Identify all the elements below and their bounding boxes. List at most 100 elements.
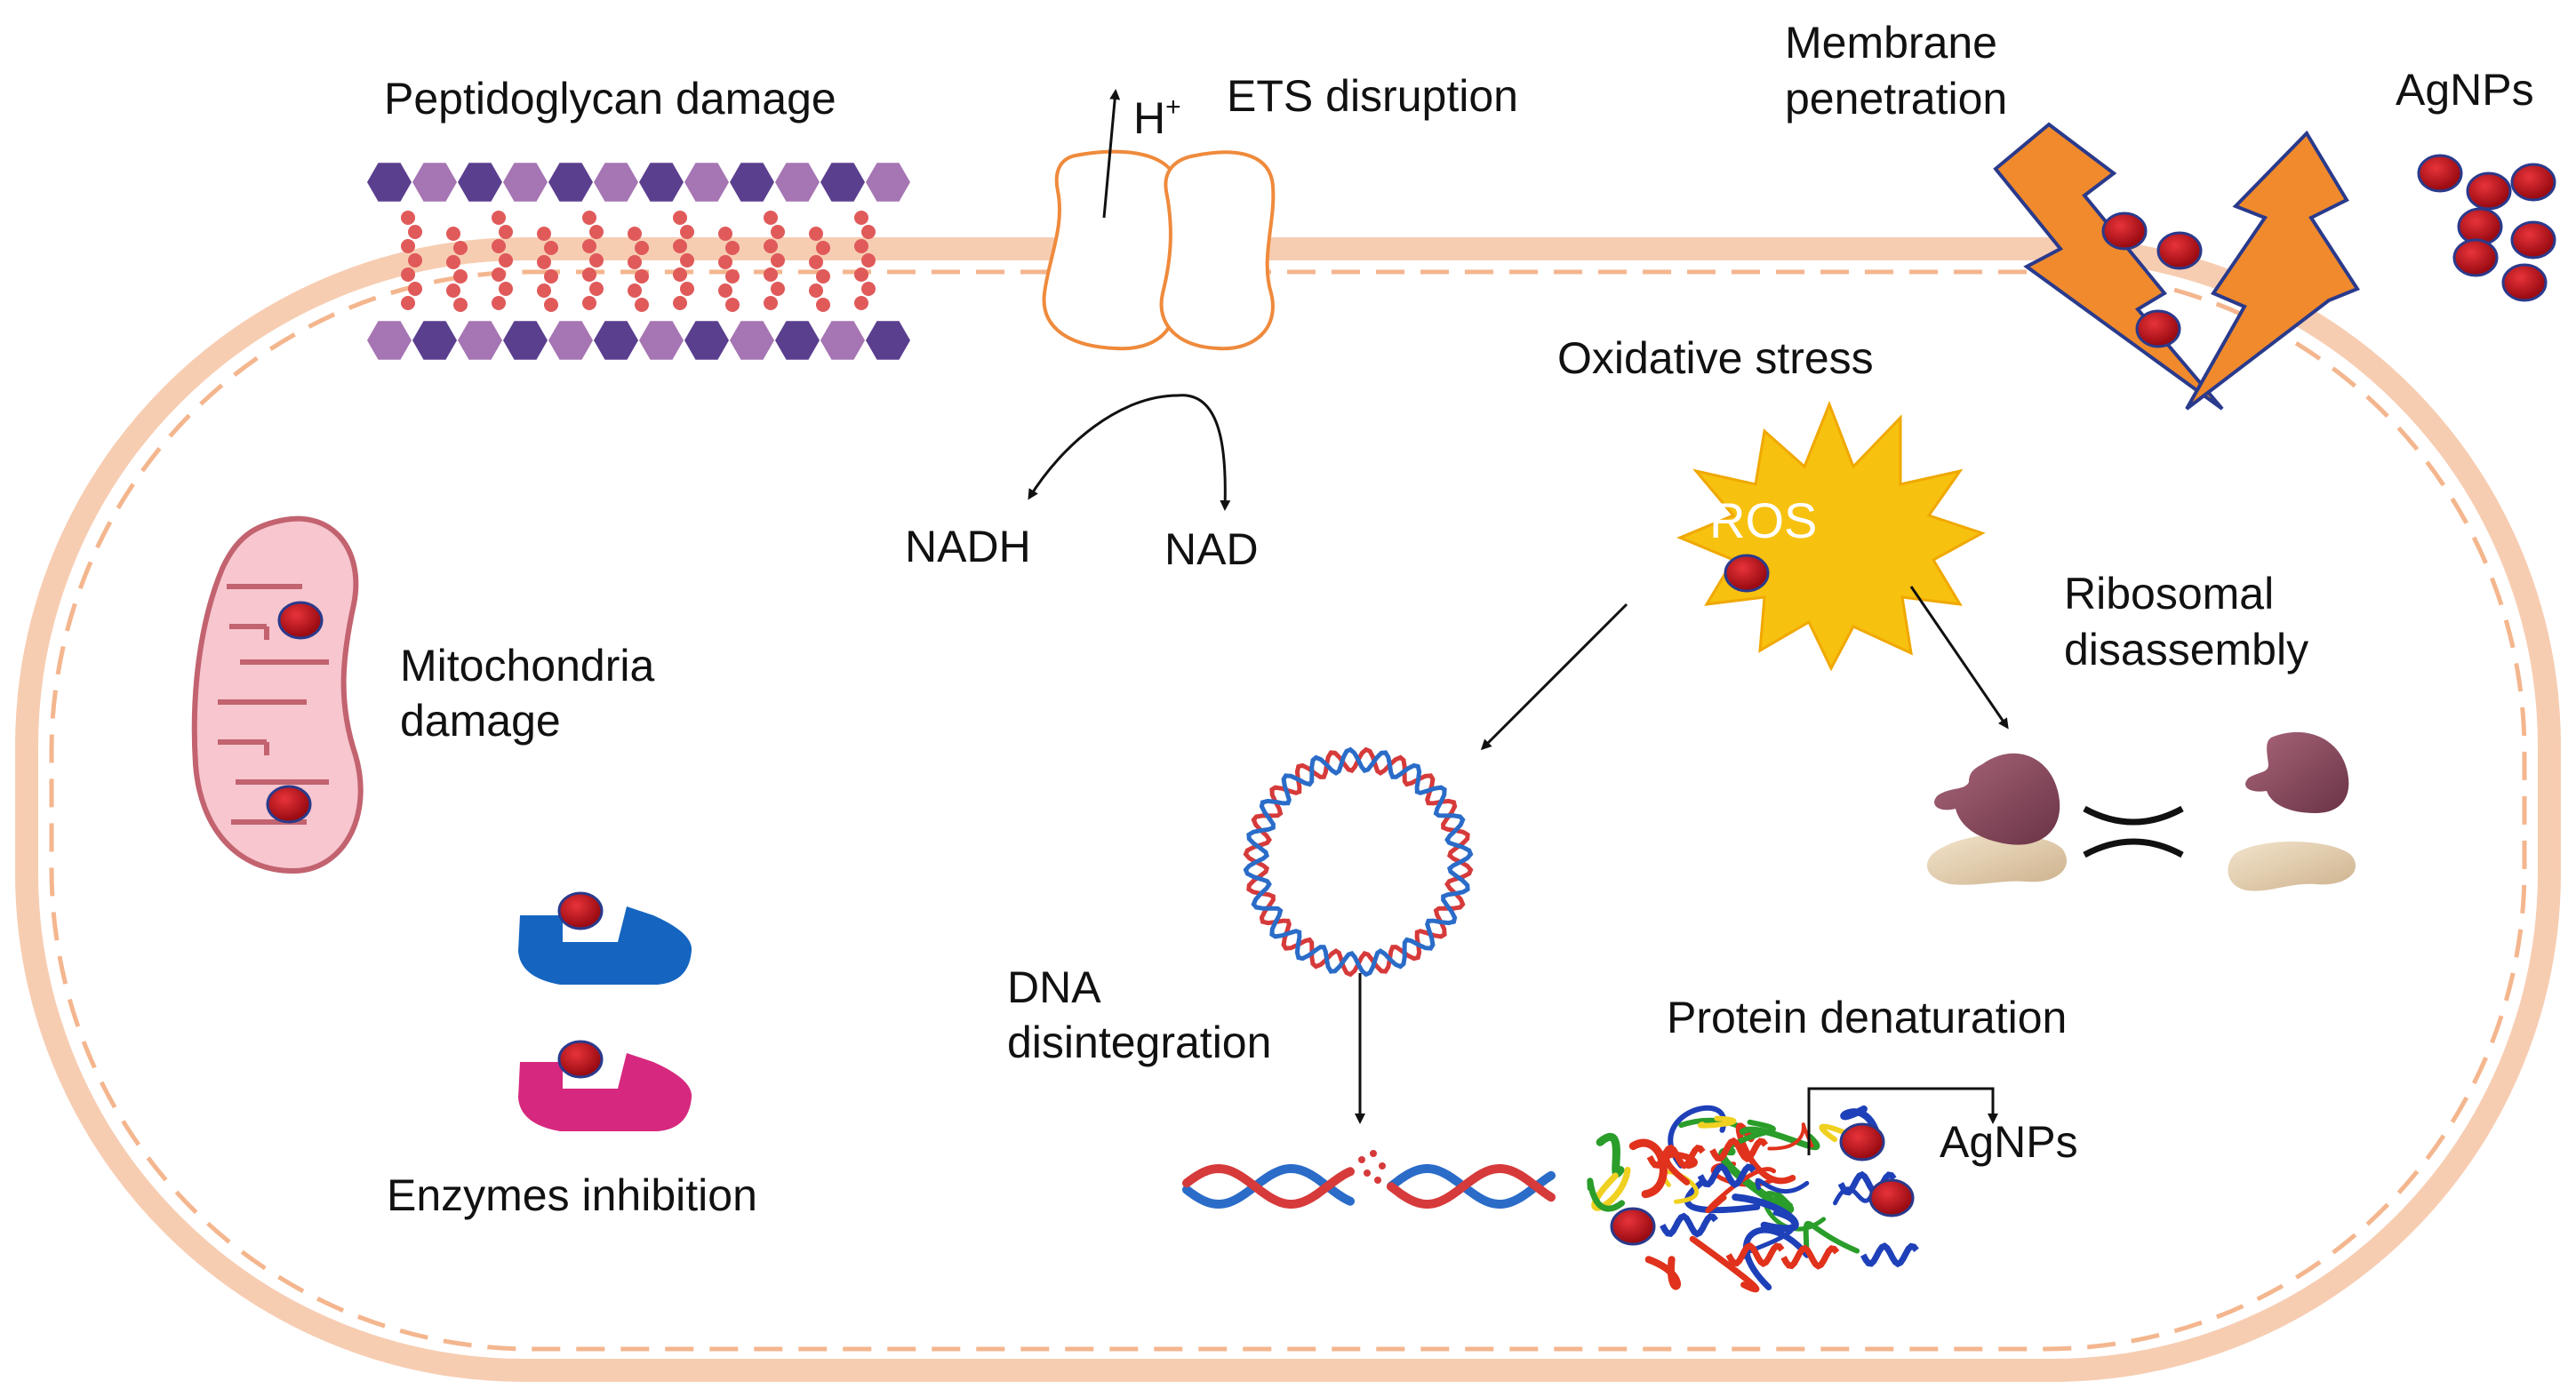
- protein-helix: [1646, 1144, 1706, 1169]
- peptidoglycan-hexagon: [458, 163, 502, 202]
- separation-arc-top: [2083, 805, 2184, 826]
- ets-right-lobe: [1159, 150, 1276, 351]
- peptide-bead: [809, 227, 823, 241]
- protein-helix: [1837, 1170, 1897, 1196]
- ribosome-disassembled-icon: [2228, 731, 2356, 891]
- peptidoglycan-hexagon: [730, 321, 774, 360]
- peptide-bead: [446, 283, 460, 298]
- protein-ribbon: [1755, 1177, 1810, 1194]
- label-agnps-top: AgNPs: [2396, 65, 2534, 115]
- cell-wall: [15, 237, 2561, 1382]
- ribosome-small-free: [2228, 842, 2356, 891]
- np-protein-2: [1868, 1178, 1915, 1217]
- peptide-bead: [718, 283, 732, 298]
- peptide-bead: [499, 253, 513, 267]
- peptide-bead: [771, 282, 785, 296]
- peptide-bead: [764, 239, 778, 253]
- peptidoglycan-hexagon: [684, 163, 729, 202]
- nad-arrow-right: [1177, 394, 1231, 511]
- np-protein-1: [1839, 1122, 1885, 1161]
- peptidoglycan-hexagon: [458, 321, 502, 360]
- peptide-bead: [816, 298, 830, 312]
- dna-debris: [1374, 1177, 1381, 1184]
- peptide-bead: [499, 282, 513, 296]
- protein-ribbon: [1705, 1167, 1776, 1214]
- peptide-bead: [582, 239, 596, 253]
- peptide-bead: [537, 255, 551, 269]
- peptide-bead: [492, 296, 506, 310]
- peptidoglycan-hexagon: [548, 321, 593, 360]
- dna-strand-blue: [1243, 746, 1474, 978]
- peptide-bead: [764, 267, 778, 282]
- peptide-bead: [492, 239, 506, 253]
- dna-debris: [1364, 1169, 1371, 1177]
- cell-wall-outer: [15, 237, 2561, 1382]
- peptide-bead: [771, 225, 785, 239]
- peptide-bead: [680, 225, 694, 239]
- peptide-bead: [861, 253, 876, 267]
- ets-left-lobe: [1042, 149, 1182, 351]
- enzyme-magenta-body: [518, 1053, 692, 1131]
- peptidoglycan-hexagon: [367, 321, 412, 360]
- peptide-bead: [446, 255, 460, 269]
- ros-to-dna-arrow: [1480, 603, 1628, 751]
- peptide-bead: [809, 255, 823, 269]
- peptidoglycan-hexagon: [639, 163, 684, 202]
- peptide-bead: [492, 267, 506, 282]
- dna-fragment-red: [1182, 1163, 1355, 1209]
- peptidoglycan-hexagon: [820, 163, 865, 202]
- peptidoglycan-hexagon: [820, 321, 865, 360]
- proton-arrow: [1102, 89, 1121, 219]
- dna-strand-red: [1243, 746, 1474, 978]
- peptidoglycan-hexagon: [684, 321, 729, 360]
- label-mitochondria-line2: damage: [400, 696, 561, 746]
- peptide-bead: [453, 241, 468, 255]
- peptide-bead: [764, 296, 778, 310]
- label-ribosomal-line2: disassembly: [2064, 625, 2308, 675]
- peptidoglycan-layer: [367, 163, 910, 360]
- peptide-bead: [589, 282, 604, 296]
- peptide-bead: [408, 253, 422, 267]
- ribosome-large-free: [2245, 731, 2349, 813]
- lightning-bolt-left: [1993, 122, 2224, 411]
- peptidoglycan-hexagon: [866, 163, 910, 202]
- label-agnps-protein: AgNPs: [1940, 1117, 2078, 1167]
- np-cluster-6: [2452, 238, 2499, 277]
- protein-ribbon: [1689, 1235, 1760, 1293]
- dna-fragmented-icon: [1182, 1150, 1556, 1209]
- protein-ribbon: [1833, 1186, 1876, 1206]
- np-cluster-3: [2510, 163, 2556, 202]
- peptide-bead: [635, 269, 649, 283]
- peptide-bead: [725, 241, 740, 255]
- protein-ribbon: [1735, 1122, 1796, 1184]
- label-protein-denaturation: Protein denaturation: [1667, 993, 2067, 1042]
- peptide-bead: [809, 283, 823, 298]
- peptide-bead: [401, 239, 415, 253]
- peptide-bead: [673, 296, 687, 310]
- peptide-bead: [673, 267, 687, 282]
- peptide-bead: [499, 225, 513, 239]
- peptide-bead: [680, 253, 694, 267]
- peptide-bead: [725, 269, 740, 283]
- dna-fragment-blue: [1387, 1164, 1556, 1209]
- peptide-bead: [854, 267, 868, 282]
- peptide-bead: [628, 283, 642, 298]
- np-membrane-3: [2135, 309, 2181, 348]
- separation-arc-top-inner: [2090, 816, 2177, 832]
- label-oxidative-stress: Oxidative stress: [1557, 333, 1874, 383]
- h-plus-base: H: [1133, 93, 1165, 143]
- peptidoglycan-hexagon: [866, 321, 910, 360]
- np-enzyme-blue: [557, 891, 604, 930]
- enzyme-blue-icon: [518, 906, 692, 985]
- peptidoglycan-hexagon: [412, 163, 457, 202]
- peptide-bead: [544, 241, 558, 255]
- peptidoglycan-hexagon: [775, 321, 820, 360]
- np-cluster-7: [2501, 263, 2548, 302]
- peptide-bead: [816, 269, 830, 283]
- peptide-bead: [453, 298, 468, 312]
- np-membrane-2: [2156, 231, 2203, 270]
- ribosome-large-subunit: [1934, 753, 2060, 845]
- peptide-bead: [718, 227, 732, 241]
- protein-structure-icon: [1587, 1105, 1919, 1293]
